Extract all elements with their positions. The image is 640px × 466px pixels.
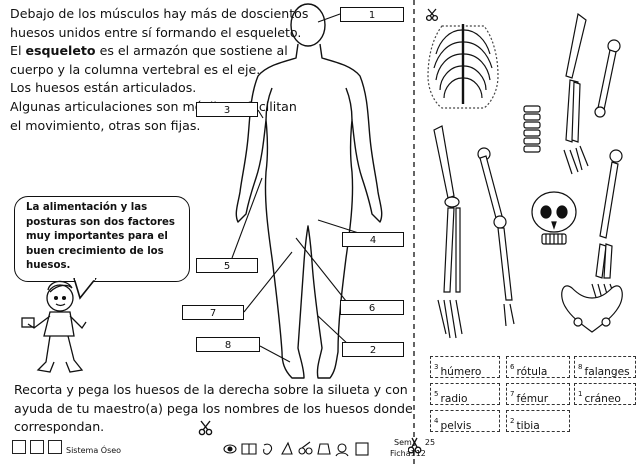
footer-sem-label: Sem. [394,438,415,447]
glue-icon [317,443,331,455]
label-box-6[interactable]: 6 [340,300,404,315]
long-bone-cutout [594,39,621,118]
arm-bone-lower-cutout [591,149,623,307]
leader-line-8 [259,345,291,363]
footer-section: Sistema Óseo [66,446,122,455]
pelvis-cutout [561,285,623,333]
label-box-8[interactable]: 8 [196,337,260,352]
intro-line-2: El esqueleto es el armazón que sostiene … [10,43,288,77]
kid-face-icon [337,443,347,453]
cutout-name: tibia [516,420,540,432]
leader-line-7 [243,251,293,313]
cutout-name: rótula [516,366,548,378]
footer-icon-walk [48,440,62,454]
label-box-4[interactable]: 4 [342,232,404,247]
book-icon [241,443,257,455]
silhouette-outline [235,43,383,379]
footer-sem: Sem. 25 [394,438,435,447]
label-box-5[interactable]: 5 [196,258,258,273]
leader-line-1 [317,13,341,23]
instruction-text: Recorta y pega los huesos de la derecha … [14,382,413,435]
leg-bone-left-cutout [433,125,463,339]
label-box-7[interactable]: 7 [182,305,244,320]
cutout-name: fémur [516,393,549,405]
bubble-text: La alimentación y las posturas son dos f… [26,202,175,272]
speech-bubble [14,196,190,282]
cutout-number: 5 [434,390,439,398]
cut-scissors-icon [408,437,422,454]
cutout-number: 6 [510,363,515,371]
label-box-3[interactable]: 3 [196,102,258,117]
leader-line-3 [257,109,264,119]
boy-illustration-icon [21,280,87,373]
intro-bold-word: esqueleto [25,43,96,59]
pencil-icon [281,441,293,455]
paper-icon [355,442,369,456]
eye-icon [223,444,237,454]
footer-icon-body [30,440,44,454]
label-box-1[interactable]: 1 [340,7,404,22]
skull-cutout [531,191,577,245]
intro-line-1: Debajo de los músculos hay más de doscie… [10,6,309,40]
vertebrae-cutout [523,105,541,153]
ribcage-cutout [427,24,499,109]
cutout-number: 1 [578,390,583,398]
label-box-2[interactable]: 2 [342,342,404,357]
leader-line-2 [317,315,351,347]
footer-icon-skeleton [12,440,26,454]
footer-ficha-number: 112 [410,449,426,458]
footer-ficha-label: Ficha [390,449,411,458]
cutout-name: falanges [584,366,630,378]
cutout-name: radio [440,393,468,405]
scissors-icon [198,420,213,436]
footer-sem-number: 25 [424,438,436,447]
cutout-number: 7 [510,390,515,398]
footer-ficha: Ficha112 [390,449,426,458]
cut-line [408,0,422,466]
cutout-number: 2 [510,417,515,425]
leader-line-5 [231,177,263,259]
scissors-small-icon [298,447,306,455]
cutout-name: cráneo [584,393,621,405]
arm-bone-cutout [563,12,589,175]
cut-scissors-top-icon [426,8,439,22]
bone-cutouts[interactable] [420,0,640,350]
footer-decorative-icons [223,441,369,457]
cutout-number: 4 [434,417,439,425]
bubble-tail [73,278,97,300]
cutout-number: 8 [578,363,583,371]
cutout-number: 3 [434,363,439,371]
cutout-name: húmero [440,366,482,378]
cutout-name: pelvis [440,420,472,432]
leg-bone-middle-cutout [477,147,515,327]
brain-icon [263,443,273,455]
leader-line-6 [295,237,351,307]
silhouette-head [290,3,326,47]
intro-line-3: Los huesos están articulados. [10,80,197,96]
